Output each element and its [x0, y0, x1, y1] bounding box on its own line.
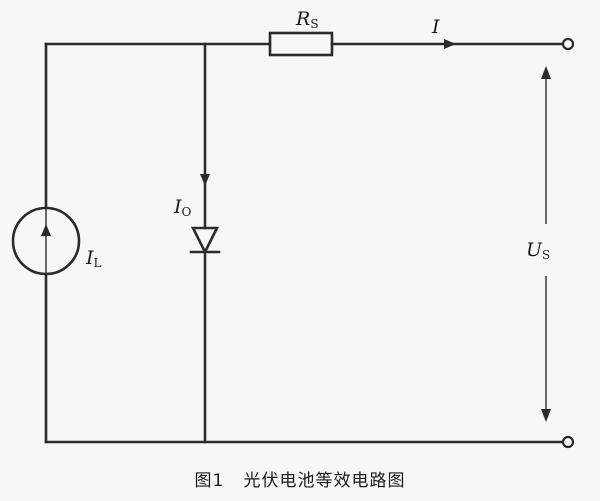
output-current-arrow-icon [444, 39, 456, 49]
diode-current-arrow-icon [200, 174, 210, 186]
output-current-label: I [431, 16, 440, 38]
current-source-arrow-icon [41, 224, 51, 236]
voltage-arrow-down-icon [541, 409, 551, 422]
resistor-label: RS [295, 8, 319, 31]
series-resistor [268, 31, 334, 57]
source-current-label: IL [85, 247, 102, 270]
figure-caption: 图1 光伏电池等效电路图 [0, 466, 600, 491]
voltage-arrow-up-icon [541, 66, 551, 79]
top-terminal [561, 37, 575, 51]
diode-symbol [190, 226, 220, 255]
diode-current-label: IO [173, 196, 192, 219]
figure-title: 光伏电池等效电路图 [243, 471, 406, 491]
output-voltage-label: US [526, 239, 550, 262]
bottom-terminal [561, 435, 575, 449]
figure-number: 图1 [194, 471, 225, 491]
